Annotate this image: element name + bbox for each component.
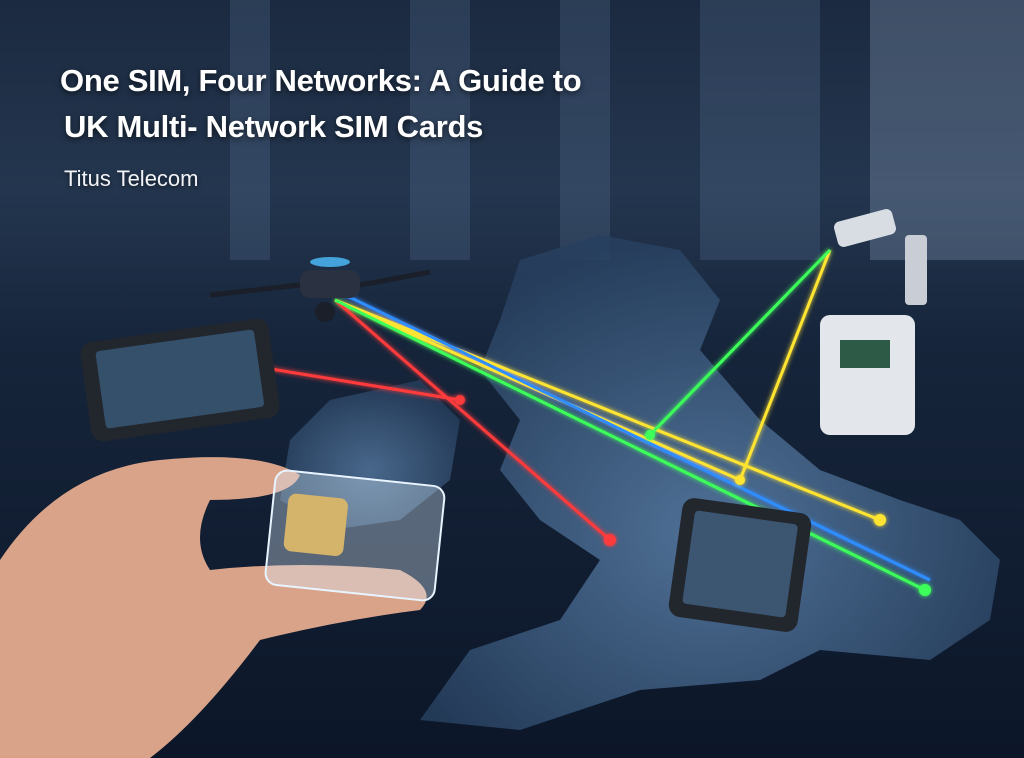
drone-icon: [209, 257, 431, 322]
rugged-tablet-right-icon: [668, 498, 812, 632]
ireland-map: [280, 380, 460, 530]
cctv-camera-icon: [834, 209, 927, 305]
hand-holding-sim-icon: [0, 457, 446, 758]
title-line-2: UK Multi- Network SIM Cards: [64, 109, 484, 144]
background-pillar: [700, 0, 820, 260]
page-title: One SIM, Four Networks: A Guide to UK Mu…: [60, 58, 582, 150]
brand-name: Titus Telecom: [64, 166, 199, 191]
title-line-1: One SIM, Four Networks: A Guide to: [60, 63, 582, 98]
background-pillar: [230, 0, 270, 260]
rugged-tablet-left-icon: [80, 318, 280, 442]
smart-meter-icon: [820, 315, 915, 435]
uk-map: [420, 235, 1000, 730]
background-pillar: [560, 0, 610, 260]
background-window: [870, 0, 1024, 260]
background-pillar: [410, 0, 470, 260]
